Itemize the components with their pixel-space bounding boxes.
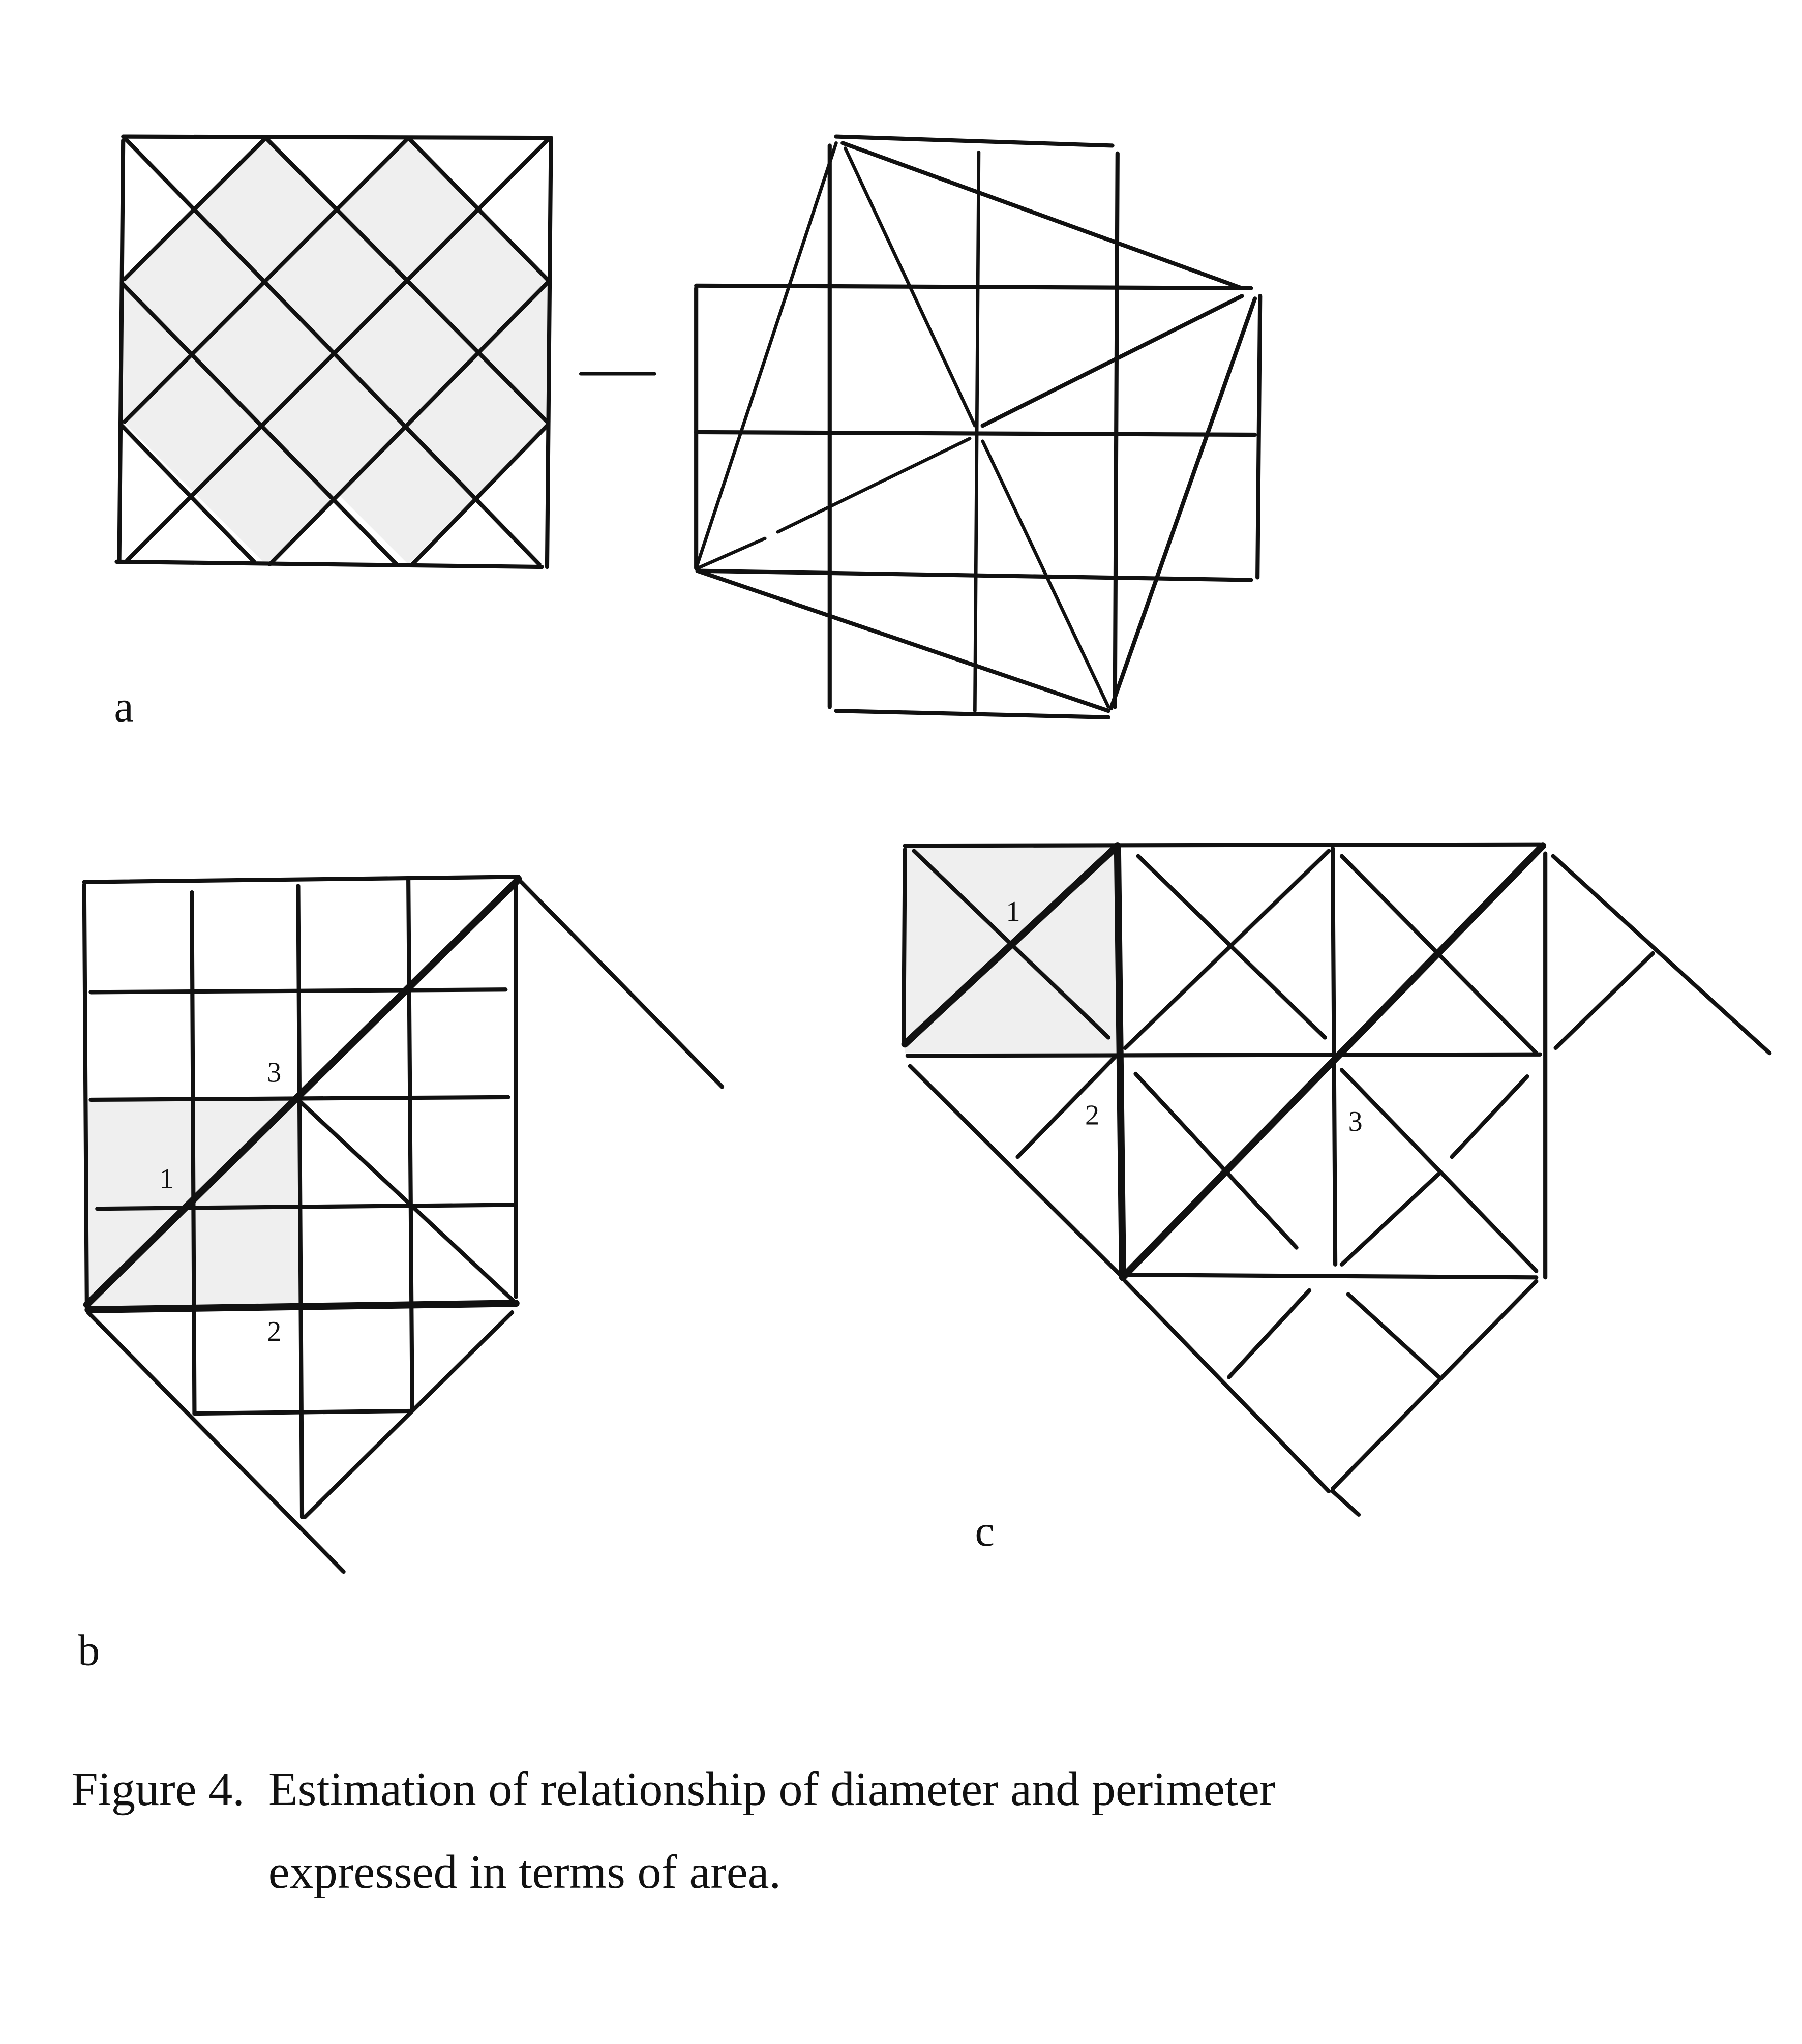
diagram-line	[1450, 1074, 1529, 1159]
diagram-line	[1114, 842, 1126, 1281]
diagram-line	[296, 1097, 516, 1303]
diagram-line	[114, 559, 544, 569]
panel-label-c: c	[975, 1507, 994, 1555]
diagram-line	[834, 709, 1111, 719]
diagram-line	[125, 138, 550, 563]
diagram-line	[1123, 1279, 1331, 1494]
diagram-line	[905, 1052, 1543, 1058]
panel-label-b: b	[78, 1626, 100, 1675]
diagram-line	[695, 568, 1111, 713]
diagram-line	[267, 281, 550, 567]
panel-c-grid-figure	[901, 842, 1772, 1517]
caption-line-2: expressed in terms of area.	[268, 1846, 781, 1899]
diagram-line	[1133, 1071, 1299, 1250]
panel-label-a: a	[114, 682, 133, 731]
diagram-line	[122, 136, 411, 424]
diagram-line	[903, 842, 1543, 848]
diagram-line	[303, 1310, 515, 1520]
diagram-line	[1346, 1292, 1441, 1379]
diagram-line	[1551, 854, 1772, 1056]
marker-b-1: 1	[160, 1163, 174, 1194]
diagram-line	[519, 880, 725, 1089]
diagram-line	[1123, 849, 1331, 1050]
diagram-line	[981, 439, 1110, 709]
diagram-line	[1123, 1273, 1539, 1280]
diagram-line	[834, 134, 1115, 148]
diagram-line	[88, 987, 508, 995]
diagram-line	[1108, 296, 1257, 711]
diagram-line	[190, 890, 197, 1416]
diagram-line	[1553, 951, 1655, 1050]
diagram-line	[1330, 1489, 1361, 1517]
diagram-line	[83, 876, 522, 1308]
diagram-line	[694, 283, 1253, 290]
diagram-line	[844, 146, 977, 428]
marker-b-3: 3	[267, 1057, 281, 1088]
diagram-line	[121, 134, 553, 140]
diagram-line	[1255, 294, 1263, 580]
diagram-line	[1015, 1055, 1117, 1159]
diagram-line	[119, 424, 256, 564]
panel-b-grid-figure	[82, 875, 725, 1574]
diagram-line	[1339, 854, 1539, 1056]
diagram-line	[696, 536, 767, 570]
diagram-line	[902, 847, 907, 1046]
marker-c-1: 1	[1006, 896, 1020, 927]
diagram-line	[296, 884, 305, 1520]
diagram-line	[84, 1300, 520, 1314]
diagram-line	[545, 136, 553, 569]
marker-c-2: 2	[1085, 1099, 1099, 1131]
marker-c-3: 3	[1348, 1106, 1363, 1137]
diagram-line	[840, 141, 1244, 290]
diagram-line	[95, 1203, 517, 1211]
diagram-line	[406, 877, 414, 1413]
diagram-line	[410, 424, 550, 567]
diagram-line	[192, 1408, 414, 1416]
diagram-line	[912, 849, 1111, 1040]
diagram-line	[776, 437, 972, 534]
panel-a-diamond-square	[114, 134, 553, 569]
diagram-line	[980, 294, 1244, 428]
diagram-line	[1119, 842, 1547, 1281]
diagram-line	[1339, 1171, 1441, 1267]
diagram-line	[86, 1310, 346, 1574]
panel-a-cross-figure	[694, 134, 1263, 719]
diagram-line	[82, 875, 521, 884]
diagram-line	[694, 141, 838, 570]
diagram-line	[1330, 1279, 1539, 1491]
diagram-line	[908, 1064, 1125, 1280]
diagram-line	[117, 138, 126, 563]
diagram-line	[1339, 1068, 1539, 1273]
diagram-line	[122, 136, 268, 282]
diagram-line	[698, 568, 1253, 582]
diagram-line	[1113, 151, 1120, 709]
caption-line-1: Figure 4. Estimation of relationship of …	[71, 1763, 1275, 1816]
marker-b-2: 2	[267, 1316, 281, 1347]
diagram-line	[1226, 1288, 1312, 1379]
diagram-line	[119, 281, 399, 567]
diagram-line	[694, 430, 1257, 437]
diagram-line	[82, 882, 89, 1306]
